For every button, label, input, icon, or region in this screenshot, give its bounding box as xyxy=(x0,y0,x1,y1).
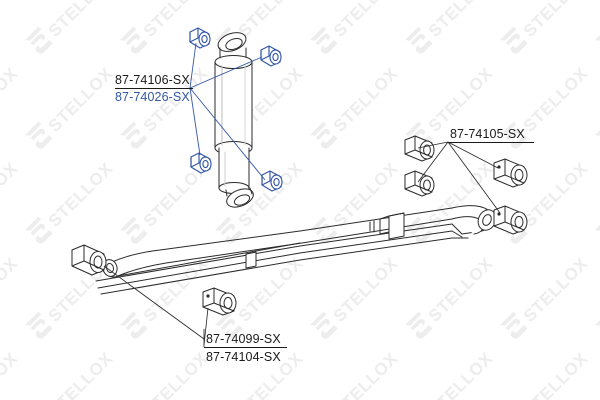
part-label-87-74099-sx: 87-74099-SX xyxy=(206,332,281,346)
part-label-87-74105-sx: 87-74105-SX xyxy=(450,127,525,141)
part-label-87-74104-sx: 87-74104-SX xyxy=(206,350,281,364)
part-label-87-74026-sx: 87-74026-SX xyxy=(115,90,190,104)
part-label-underline-87-74106-sx xyxy=(115,88,193,89)
part-label-underline-87-74099-sx xyxy=(204,347,287,348)
part-label-87-74106-sx: 87-74106-SX xyxy=(115,73,190,87)
part-label-underline-87-74105-sx xyxy=(448,142,534,143)
